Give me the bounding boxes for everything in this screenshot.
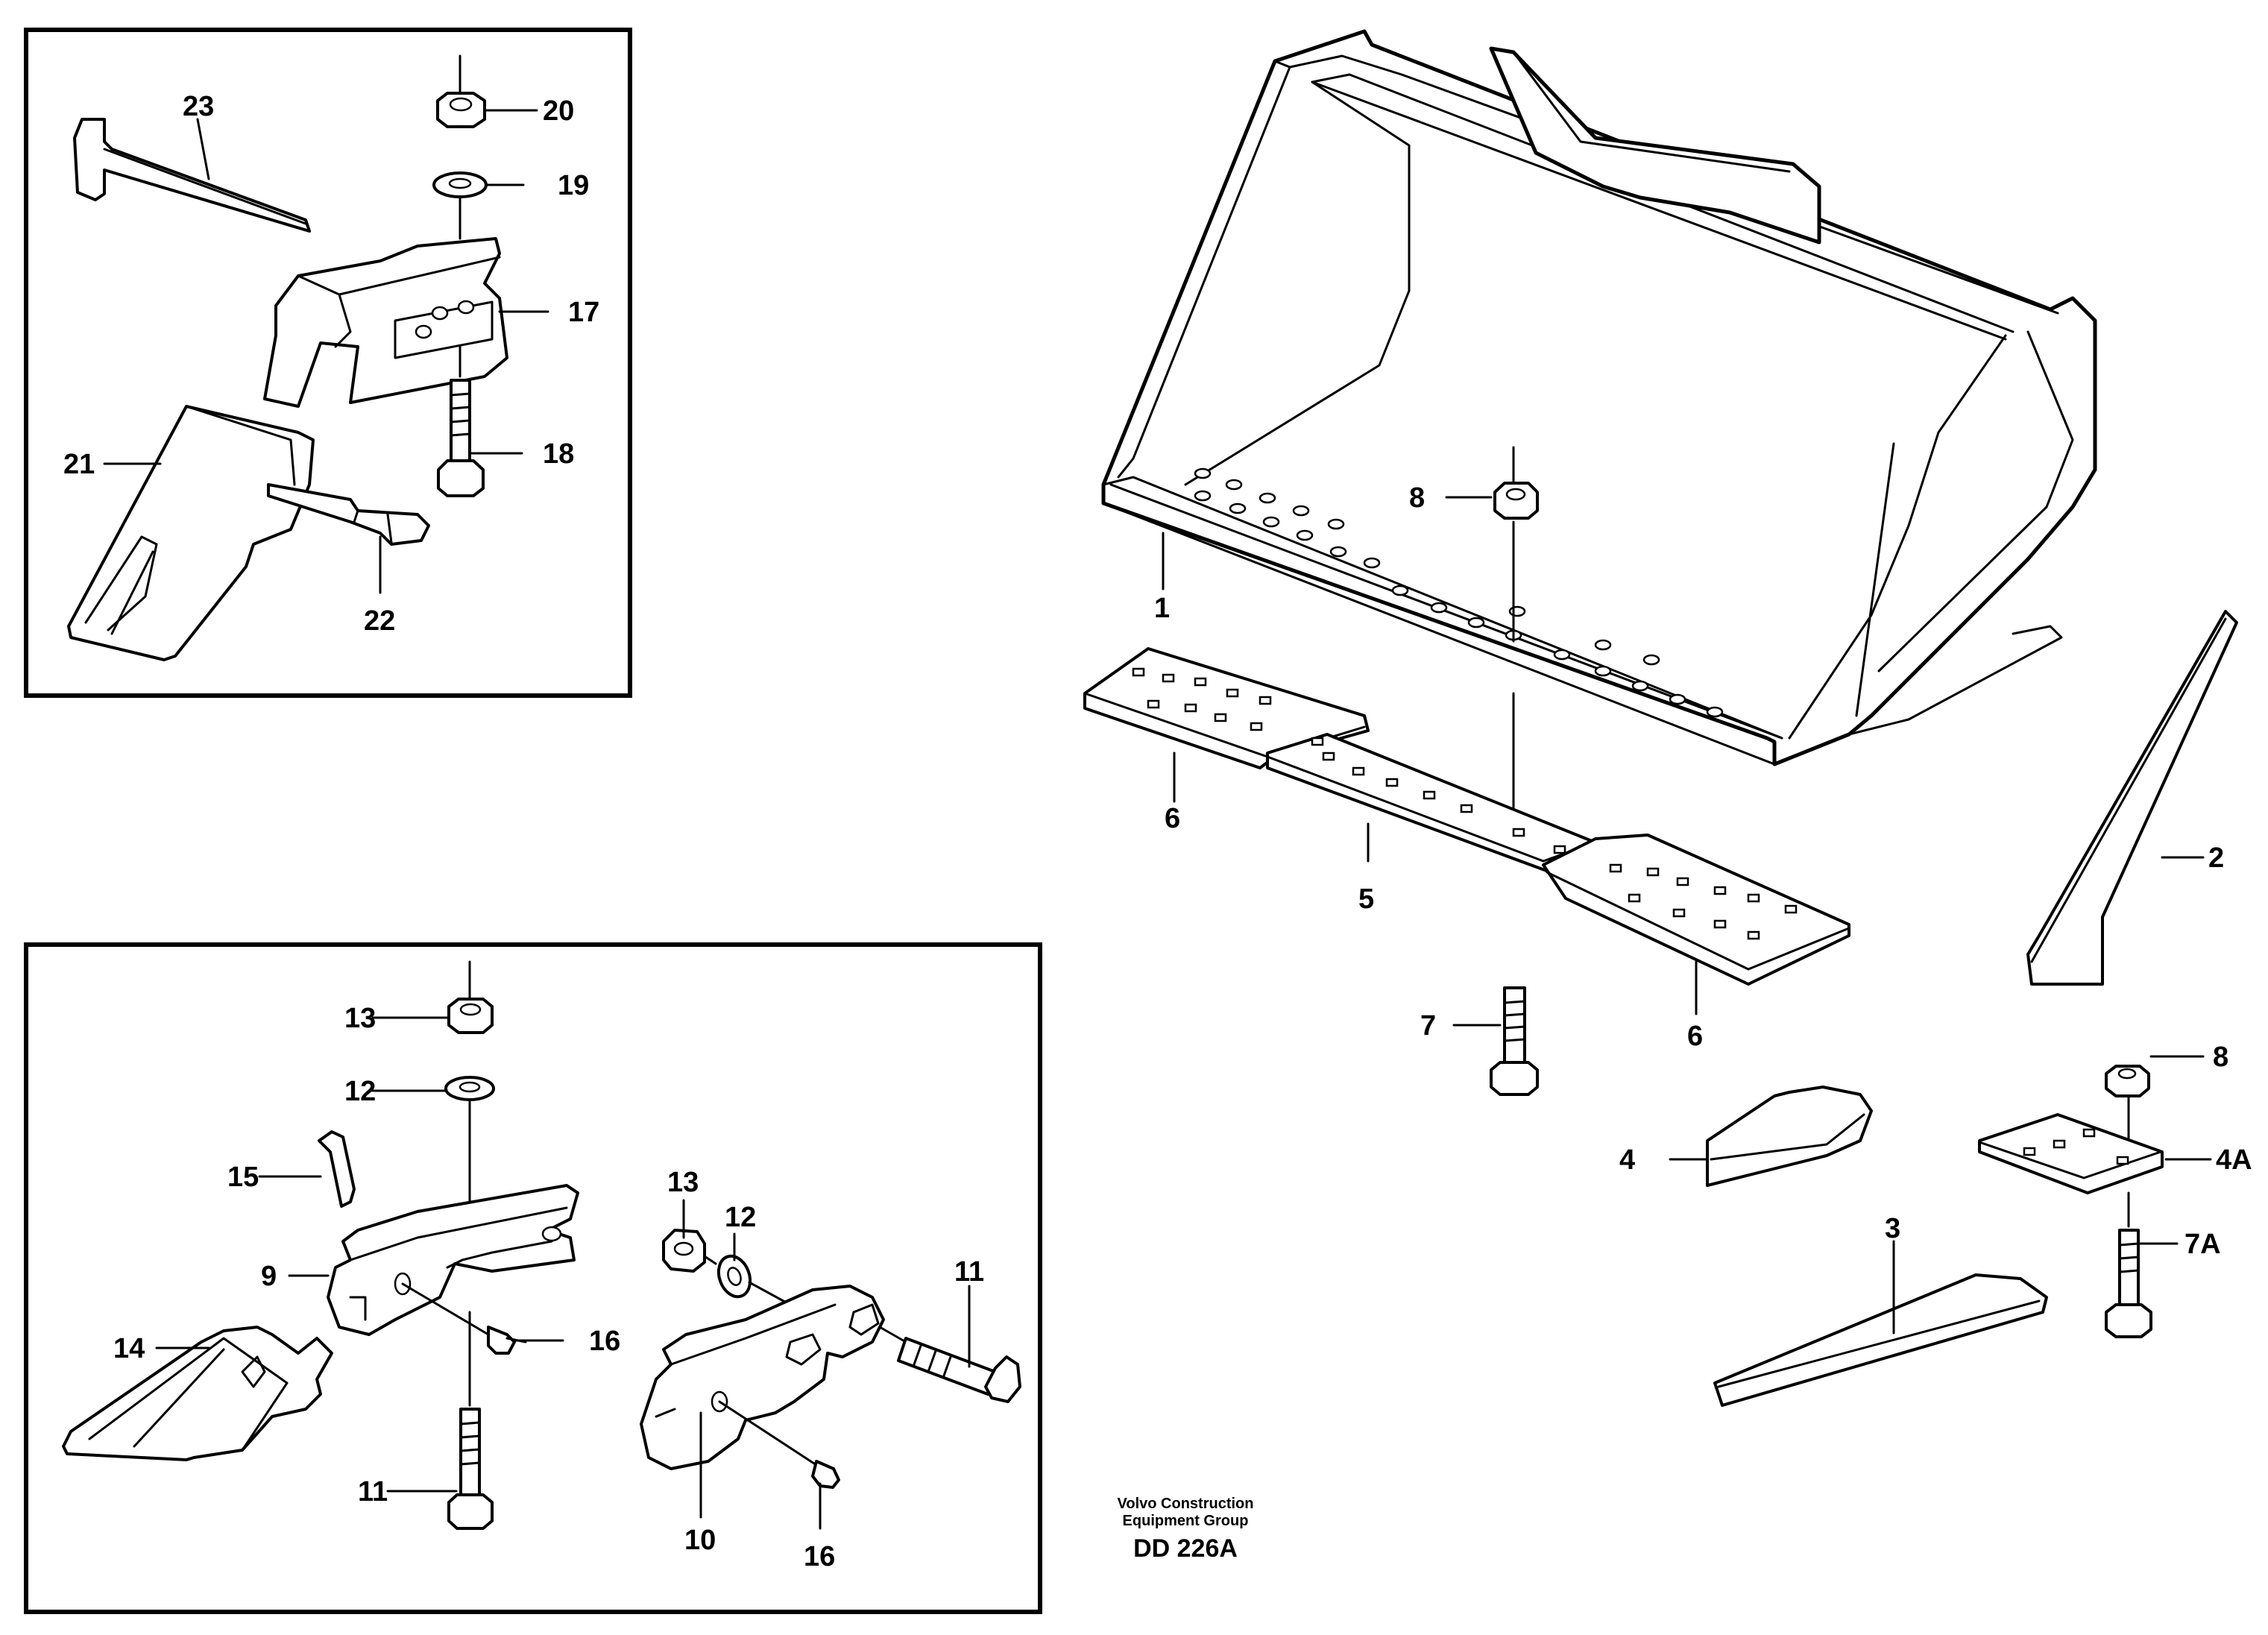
label-13-top: 13 <box>344 1003 376 1034</box>
part-12-washer-b <box>716 1254 792 1306</box>
part-15-cap <box>318 1130 356 1208</box>
part-11-bolt-a <box>447 1311 494 1530</box>
bucket-holes <box>1194 467 1724 718</box>
label-15: 15 <box>227 1162 259 1193</box>
label-11-side: 11 <box>954 1256 984 1288</box>
label-19: 19 <box>558 170 589 201</box>
part-16-bolt-a <box>401 1282 527 1355</box>
caption: Volvo Construction Equipment Group DD 22… <box>1118 1496 1254 1563</box>
part-21-tooth <box>67 405 315 661</box>
label-16-left: 16 <box>589 1326 620 1357</box>
part-3-wear-strip <box>1713 1273 2048 1407</box>
part-1-bucket <box>1101 29 2097 766</box>
part-10-adapter <box>640 1285 885 1470</box>
label-7a: 7A <box>2184 1229 2221 1260</box>
part-4a-plate <box>1978 1065 2164 1228</box>
part-14-tooth <box>62 1326 333 1461</box>
edge-square-holes <box>1132 667 1798 940</box>
part-7a-bolt <box>2105 1229 2152 1338</box>
part-22-lock-pin <box>267 483 430 546</box>
label-2: 2 <box>2208 842 2224 874</box>
part-18-bolt <box>437 345 485 497</box>
part-4-corner-plate <box>1706 1086 1873 1187</box>
leader-lines <box>103 109 2212 1530</box>
label-16-right: 16 <box>804 1541 835 1572</box>
label-23: 23 <box>183 91 214 122</box>
label-11-bottom: 11 <box>358 1476 388 1508</box>
label-13-middle: 13 <box>667 1167 699 1198</box>
part-16-bolt-b <box>718 1400 840 1489</box>
label-4a: 4A <box>2216 1144 2252 1176</box>
part-8-nut-a <box>1493 446 1539 837</box>
detail-frame-top-left <box>24 28 632 698</box>
label-7: 7 <box>1420 1010 1436 1042</box>
label-22: 22 <box>364 605 395 637</box>
part-17-adapter <box>263 237 508 408</box>
label-8-lower: 8 <box>2213 1042 2228 1073</box>
part-13-nut-a <box>447 960 494 1034</box>
label-21: 21 <box>63 449 95 480</box>
part-19-washer <box>432 171 488 240</box>
part-7-bolt <box>1490 986 1539 1096</box>
caption-line-2: Equipment Group <box>1123 1513 1249 1529</box>
detail-frame-bottom-left <box>24 942 1042 1614</box>
label-3: 3 <box>1885 1213 1900 1244</box>
caption-line-1: Volvo Construction <box>1118 1496 1254 1512</box>
part-9-adapter <box>327 1184 579 1336</box>
part-12-washer-a <box>444 1076 495 1209</box>
part-2-side-plate <box>2026 610 2238 986</box>
label-8-upper: 8 <box>1409 482 1425 514</box>
part-20-nut <box>436 54 486 128</box>
label-5: 5 <box>1358 883 1374 915</box>
part-5-edge-middle <box>1266 733 1597 874</box>
label-9: 9 <box>261 1261 277 1292</box>
part-13-nut-b <box>662 1229 717 1273</box>
label-1: 1 <box>1154 593 1170 624</box>
label-4: 4 <box>1619 1144 1635 1176</box>
label-20: 20 <box>543 95 574 127</box>
label-12-top: 12 <box>344 1076 376 1107</box>
label-10: 10 <box>684 1525 716 1556</box>
label-6-right: 6 <box>1687 1021 1703 1052</box>
label-6-left: 6 <box>1165 803 1180 834</box>
label-18: 18 <box>543 438 574 470</box>
diagram-code: DD 226A <box>1133 1534 1238 1563</box>
part-23-retainer <box>73 118 311 233</box>
callout-labels: 1 2 3 4 4A 5 6 6 7 7A 8 8 9 10 11 11 12 … <box>63 91 2252 1572</box>
label-12-middle: 12 <box>725 1202 756 1233</box>
label-17: 17 <box>568 297 599 328</box>
part-11-bolt-b <box>878 1326 1021 1403</box>
label-14: 14 <box>113 1333 145 1364</box>
